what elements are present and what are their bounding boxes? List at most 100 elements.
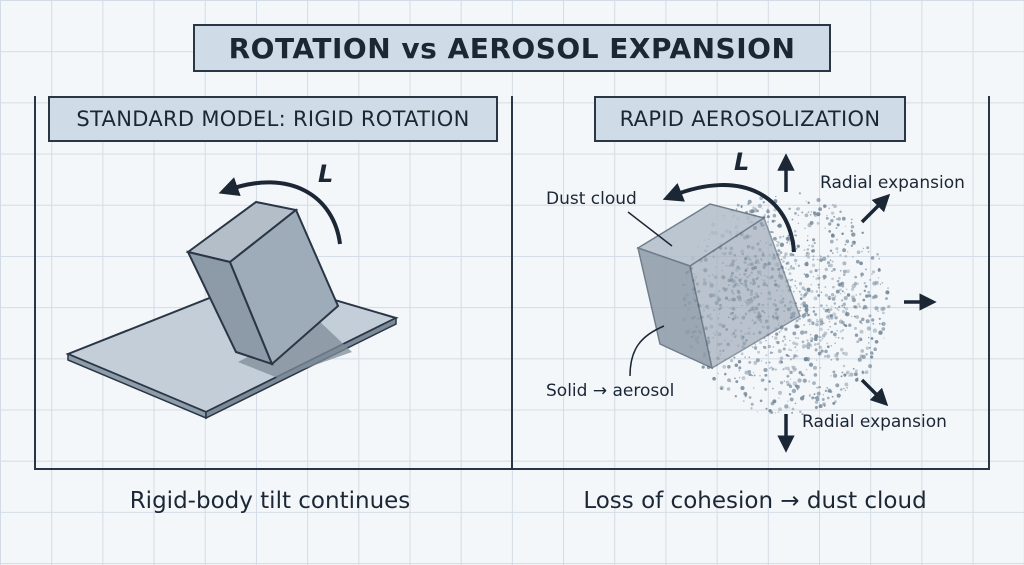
dust-particle <box>834 342 836 344</box>
dust-particle <box>824 267 828 272</box>
dust-particle <box>785 236 790 241</box>
dust-particle <box>746 267 749 269</box>
dust-particle <box>808 343 813 348</box>
dust-particle <box>830 344 833 347</box>
dust-particle <box>824 227 826 229</box>
right-rotation-arrow-icon <box>662 183 796 253</box>
dust-particle <box>800 297 803 301</box>
dust-particle <box>846 288 848 291</box>
dust-particle <box>738 267 742 270</box>
dust-particle <box>851 297 857 303</box>
dust-particle <box>772 346 775 348</box>
dust-particle <box>839 269 842 272</box>
dust-particle <box>768 361 771 364</box>
dust-particle <box>744 356 746 358</box>
dust-particle <box>813 365 817 370</box>
dust-particle <box>744 395 747 398</box>
dust-particle <box>788 272 792 275</box>
dust-particle <box>826 342 829 345</box>
dust-particle <box>814 400 819 404</box>
dust-particle <box>806 252 808 254</box>
dust-particle <box>720 387 723 390</box>
dust-particle <box>820 256 822 258</box>
dust-particle <box>776 240 778 243</box>
dust-particle <box>748 309 752 312</box>
dust-particle <box>869 355 874 359</box>
dust-particle <box>824 389 828 393</box>
dust-particle <box>771 253 774 255</box>
dust-particle <box>861 231 864 235</box>
dust-particle <box>823 355 827 358</box>
dust-particle <box>778 331 780 333</box>
dust-particle <box>784 404 789 409</box>
dust-particle <box>756 410 758 413</box>
dust-particle <box>862 307 865 310</box>
dust-particle <box>809 220 814 225</box>
dust-particle <box>801 340 805 344</box>
left-panel-header: STANDARD MODEL: RIGID ROTATION <box>48 96 498 142</box>
dust-particle <box>753 342 756 345</box>
dust-particle <box>747 369 752 374</box>
dust-particle <box>878 317 881 320</box>
dust-particle <box>776 307 780 311</box>
dust-particle <box>781 340 785 343</box>
dust-particle <box>826 354 831 359</box>
dust-particle <box>770 401 775 406</box>
right-angular-momentum-label: L <box>734 148 749 176</box>
dust-particle <box>782 270 785 273</box>
dust-particle <box>752 332 756 336</box>
dust-particle <box>769 351 773 355</box>
dust-particle <box>878 267 881 271</box>
dust-particle <box>740 352 744 356</box>
dust-particle <box>755 277 759 281</box>
dust-particle <box>775 332 779 336</box>
dust-particle <box>835 289 840 294</box>
dust-particle <box>861 354 866 360</box>
dust-particle <box>820 349 824 353</box>
dust-particle <box>836 223 840 227</box>
dust-particle <box>830 375 832 377</box>
dust-particle <box>783 304 787 307</box>
dust-particle <box>828 230 832 233</box>
dust-particle <box>750 271 753 275</box>
dust-particle <box>782 347 786 351</box>
dust-particle <box>814 405 818 409</box>
dust-particle <box>872 352 874 355</box>
dust-particle <box>786 374 790 378</box>
dust-particle <box>772 302 776 307</box>
dust-particle <box>788 243 791 245</box>
dust-particle <box>744 312 747 315</box>
dust-particle <box>793 290 795 293</box>
dust-particle <box>798 370 802 375</box>
dust-particle <box>799 307 802 309</box>
dust-particle <box>757 203 762 209</box>
dust-particle <box>854 305 858 309</box>
dust-particle <box>771 219 775 223</box>
dust-particle <box>835 247 839 251</box>
dust-particle <box>824 349 828 354</box>
dust-particle <box>814 343 817 346</box>
dust-particle <box>846 269 850 274</box>
dust-particle <box>802 301 806 306</box>
dust-particle <box>754 346 758 350</box>
dust-particle <box>788 288 791 291</box>
dust-particle <box>775 243 780 248</box>
dust-particle <box>846 386 849 389</box>
dust-particle <box>750 402 754 406</box>
dust-particle <box>808 362 814 367</box>
dust-particle <box>823 278 825 281</box>
dust-particle <box>748 301 751 304</box>
dust-particle <box>850 218 853 221</box>
page-title: ROTATION vs AEROSOL EXPANSION <box>193 24 831 72</box>
dust-particle <box>778 254 781 256</box>
dust-particle <box>744 268 748 272</box>
dust-particle <box>816 319 818 321</box>
dust-particle <box>831 297 836 301</box>
dust-particle <box>789 397 794 402</box>
dust-particle <box>827 390 830 393</box>
dust-particle <box>844 254 848 258</box>
dust-particle <box>809 323 811 326</box>
dust-particle <box>871 295 875 300</box>
dust-particle <box>885 290 890 295</box>
dust-particle <box>811 263 816 267</box>
